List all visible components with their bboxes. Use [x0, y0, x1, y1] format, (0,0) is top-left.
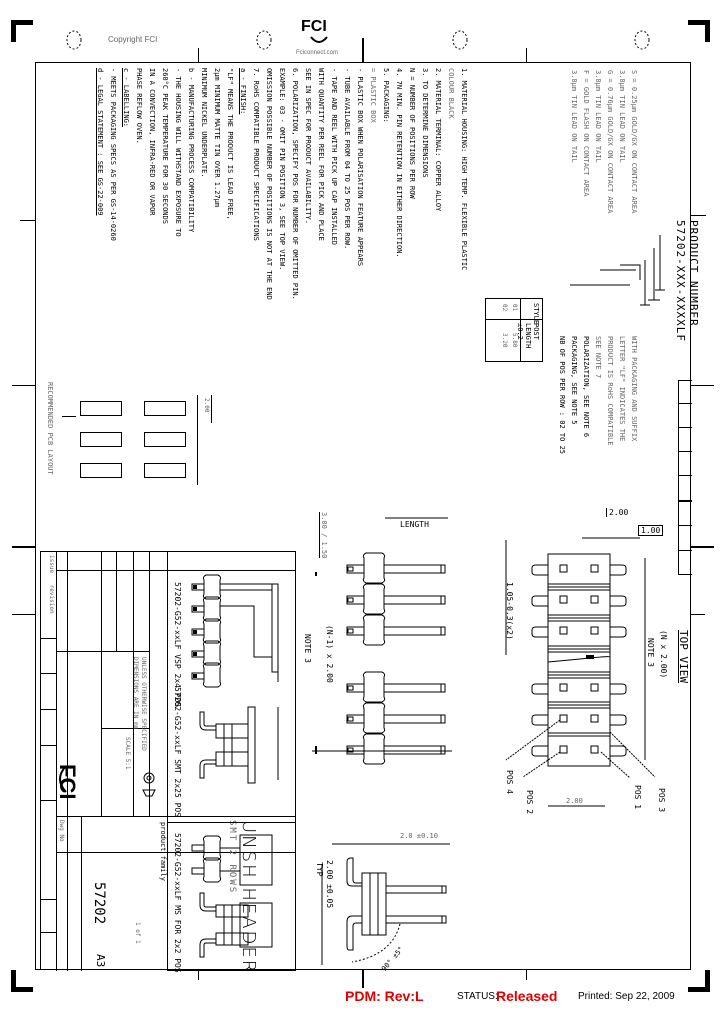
- vsp-drawing: [191, 574, 279, 784]
- zone-tick: [691, 215, 706, 216]
- zone-tick: [12, 614, 35, 615]
- crop-mark-bottom-left-v: [11, 970, 16, 992]
- row-dim: 2.00: [566, 797, 583, 805]
- pos-1-label: POS 1: [633, 785, 642, 810]
- style-row-02: 02: [501, 304, 508, 312]
- size-label: A3: [94, 954, 107, 968]
- length-label: LENGTH: [400, 520, 429, 529]
- scale-label: SCALE 5:1: [124, 737, 131, 770]
- title-block: issue revision UNLESS OTHERWISE SPECIFIE…: [40, 551, 297, 974]
- projection-symbol-icon: [142, 772, 156, 797]
- style-table: STYLE POST LENGTH ±0.2 01 02 5.80 3.20: [485, 298, 543, 362]
- pitch-dim-box: 1.00: [638, 525, 664, 536]
- crop-mark-bottom-right: [688, 987, 710, 992]
- fci-logo: FCI: [301, 18, 327, 35]
- pcb-pad: [80, 463, 122, 478]
- registration-circle-icon: [256, 30, 272, 50]
- pcb-pad: [80, 401, 122, 416]
- registration-circle-icon: [634, 30, 650, 50]
- right-angle-pin-drawing: [321, 843, 450, 965]
- zone-divider: [198, 48, 199, 62]
- ms-view: 57202-G52-xxLF MS FOR 2x2 POS: [167, 822, 296, 973]
- vsp-view: 57202-G52-xxLF VSP 2x4 POS 57202-G52-xxL…: [167, 552, 297, 817]
- website-text: Fciconnect.com: [296, 50, 339, 56]
- drawing-no-label: Dwg No: [58, 820, 65, 842]
- status-label: STATUS:: [457, 991, 498, 1002]
- crop-mark-top-right-v: [705, 20, 710, 42]
- pin-side-drawing: [312, 517, 452, 765]
- zone-divider: [362, 970, 364, 988]
- zone-tick: [691, 385, 714, 386]
- product-code-leaders: [570, 235, 665, 306]
- plating-options: S = 0.25µm GOLD/GX ON CONTACT AREA 3.8µm…: [570, 70, 638, 214]
- ms-drawing: [191, 834, 273, 958]
- length-row-01: 5.80: [511, 333, 518, 348]
- zone-tick: [20, 220, 35, 221]
- drawing-number: 57202: [91, 882, 107, 925]
- header: Copyright FCI FCI Fciconnect.com: [0, 0, 720, 62]
- printed-date: Printed: Sep 22, 2009: [578, 991, 675, 1002]
- dimensions-label: DIMENSIONS ARE IN mm: [132, 657, 139, 730]
- pcb-pad: [144, 401, 186, 416]
- fci-swoosh-icon: [310, 36, 328, 43]
- zone-tick: [12, 385, 35, 386]
- crop-mark-bottom-left: [11, 987, 33, 992]
- pcb-dim: 2.00: [203, 398, 210, 413]
- crop-mark-bottom-right-v: [705, 970, 710, 992]
- zone-tick: [12, 546, 35, 548]
- copyright-text: Copyright FCI: [108, 35, 158, 44]
- sheet-label: 1 of 1: [134, 922, 141, 944]
- zone-tick: [691, 546, 714, 548]
- crop-mark-top-left: [11, 20, 33, 25]
- pos-2-label: POS 2: [525, 790, 534, 815]
- fci-swoosh-icon: [59, 765, 67, 793]
- tolerance-label: UNLESS OTHERWISE SPECIFIED: [140, 657, 147, 751]
- post-length-header: POST LENGTH ±0.2: [516, 323, 540, 349]
- style-header: STYLE: [532, 303, 540, 325]
- connector-top-drawing: [505, 537, 656, 807]
- product-number-block: PRODUCT NUMBER 57202-XXX-XXXXLF: [674, 220, 700, 342]
- zone-divider: [526, 970, 527, 980]
- side-view: LENGTH (N-1) x 2.00 NOTE 3 3.00 / 1.50: [300, 510, 490, 790]
- pcb-pad: [144, 432, 186, 447]
- zone-divider: [362, 38, 364, 62]
- revision-header: issue revision: [48, 555, 55, 614]
- general-notes: 1. MATERIAL HOUSING: HIGH TEMP. FLEXIBLE…: [96, 68, 468, 300]
- zone-divider: [198, 970, 199, 980]
- product-family-label: product family: [159, 822, 167, 882]
- right-angle-dim-top: 2.0 ±0.10: [400, 832, 438, 840]
- product-number-code: 57202-XXX-XXXXLF: [674, 220, 687, 342]
- pcb-pad: [144, 463, 186, 478]
- pcb-layout-label: RECOMMENDED PCB LAYOUT: [46, 382, 54, 475]
- drawing-frame: [35, 62, 691, 970]
- crop-mark-top-right: [688, 20, 710, 25]
- width-dim-box: 2.00: [606, 508, 630, 517]
- pcb-pad: [80, 432, 122, 447]
- pos-4-label: POS 4: [505, 770, 514, 795]
- length-row-02: 3.20: [501, 333, 508, 348]
- registration-circle-icon: [66, 30, 82, 50]
- pcb-layout: RECOMMENDED PCB LAYOUT 2.00: [40, 380, 220, 520]
- registration-circle-icon: [452, 30, 468, 50]
- style-row-01: 01: [511, 304, 518, 312]
- status-value: Released: [496, 988, 558, 1004]
- top-view: TOP VIEW (N x 2.00) NOTE 3 1.05-0.3(x2) …: [490, 508, 690, 814]
- right-angle-view: 2.0 ±0.10 2.00 ±0.05 TYP 90° ±5°: [300, 820, 500, 973]
- zone-divider: [526, 48, 527, 62]
- suffix-notes: WITH PACKAGING AND SUFFIX LETTER "LF" IN…: [558, 336, 638, 455]
- pdm-revision: PDM: Rev:L: [345, 988, 424, 1004]
- revision-strip: [678, 380, 692, 575]
- zone-tick: [691, 614, 705, 615]
- pos-3-label: POS 3: [657, 788, 666, 813]
- product-number-title: PRODUCT NUMBER: [687, 220, 700, 327]
- crop-mark-top-left-v: [11, 20, 16, 42]
